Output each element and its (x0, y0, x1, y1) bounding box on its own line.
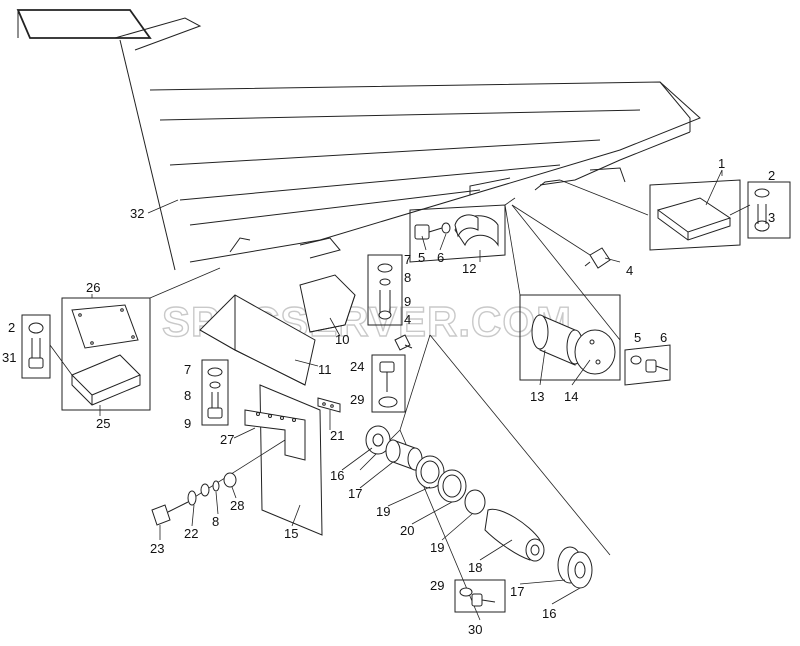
bushing-stack (359, 334, 611, 621)
callout-14: 14 (564, 389, 578, 404)
callout-8-bottom: 8 (212, 514, 219, 529)
bolt-23-group (151, 472, 237, 526)
callout-5-top: 5 (418, 250, 425, 265)
bracket-12-group (409, 197, 516, 263)
callout-29-center: 29 (350, 392, 364, 407)
callout-20: 20 (400, 523, 414, 538)
callout-8-left: 8 (184, 388, 191, 403)
callout-2-top: 2 (768, 168, 775, 183)
label-leaders (91, 170, 723, 605)
callout-28: 28 (230, 498, 244, 513)
callout-15: 15 (284, 526, 298, 541)
callout-6-top: 6 (437, 250, 444, 265)
callout-29-bottom: 29 (430, 578, 444, 593)
callout-10: 10 (335, 332, 349, 347)
callout-32: 32 (130, 206, 144, 221)
callout-labels: 1 2 3 4 5 6 12 32 7 8 9 4 10 26 2 31 25 … (2, 156, 775, 637)
callout-19-bottom: 19 (430, 540, 444, 555)
callout-17-top: 17 (348, 486, 362, 501)
callout-26: 26 (86, 280, 100, 295)
callout-19-top: 19 (376, 504, 390, 519)
callout-16-bottom: 16 (542, 606, 556, 621)
callout-4-center: 4 (404, 312, 411, 327)
callout-18: 18 (468, 560, 482, 575)
callout-9-left: 9 (184, 416, 191, 431)
callout-4-right: 4 (626, 263, 633, 278)
pad-assembly-25 (21, 267, 221, 411)
callout-3: 3 (768, 210, 775, 225)
callout-7-top: 7 (404, 252, 411, 267)
bolt-7-8-9-left (201, 359, 229, 426)
callout-12: 12 (462, 261, 476, 276)
callout-25: 25 (96, 416, 110, 431)
callout-23: 23 (150, 541, 164, 556)
vehicle-body-32 (16, 9, 701, 271)
fitting-4-center (394, 334, 413, 351)
callout-6-right: 6 (660, 330, 667, 345)
callout-24: 24 (350, 359, 364, 374)
callout-1: 1 (718, 156, 725, 171)
callout-21: 21 (330, 428, 344, 443)
bolt-29-30 (454, 579, 506, 613)
callout-7-left: 7 (184, 362, 191, 377)
callout-11: 11 (318, 362, 332, 377)
callout-9-top: 9 (404, 294, 411, 309)
callout-31: 31 (2, 350, 16, 365)
callout-13: 13 (530, 389, 544, 404)
plate-15-group (189, 384, 341, 536)
fitting-4-right (511, 204, 611, 269)
callout-30: 30 (468, 622, 482, 637)
callout-16-top: 16 (330, 468, 344, 483)
bolt-24-29 (371, 354, 406, 413)
callout-27: 27 (220, 432, 234, 447)
callout-2-left: 2 (8, 320, 15, 335)
bracket-10-group (299, 254, 403, 333)
pin-disc-group (504, 204, 671, 386)
callout-17-bottom: 17 (510, 584, 524, 599)
callout-8-top: 8 (404, 270, 411, 285)
callout-22: 22 (184, 526, 198, 541)
pad-assembly-1 (559, 169, 791, 251)
bracket-11 (199, 294, 316, 386)
callout-5-right: 5 (634, 330, 641, 345)
